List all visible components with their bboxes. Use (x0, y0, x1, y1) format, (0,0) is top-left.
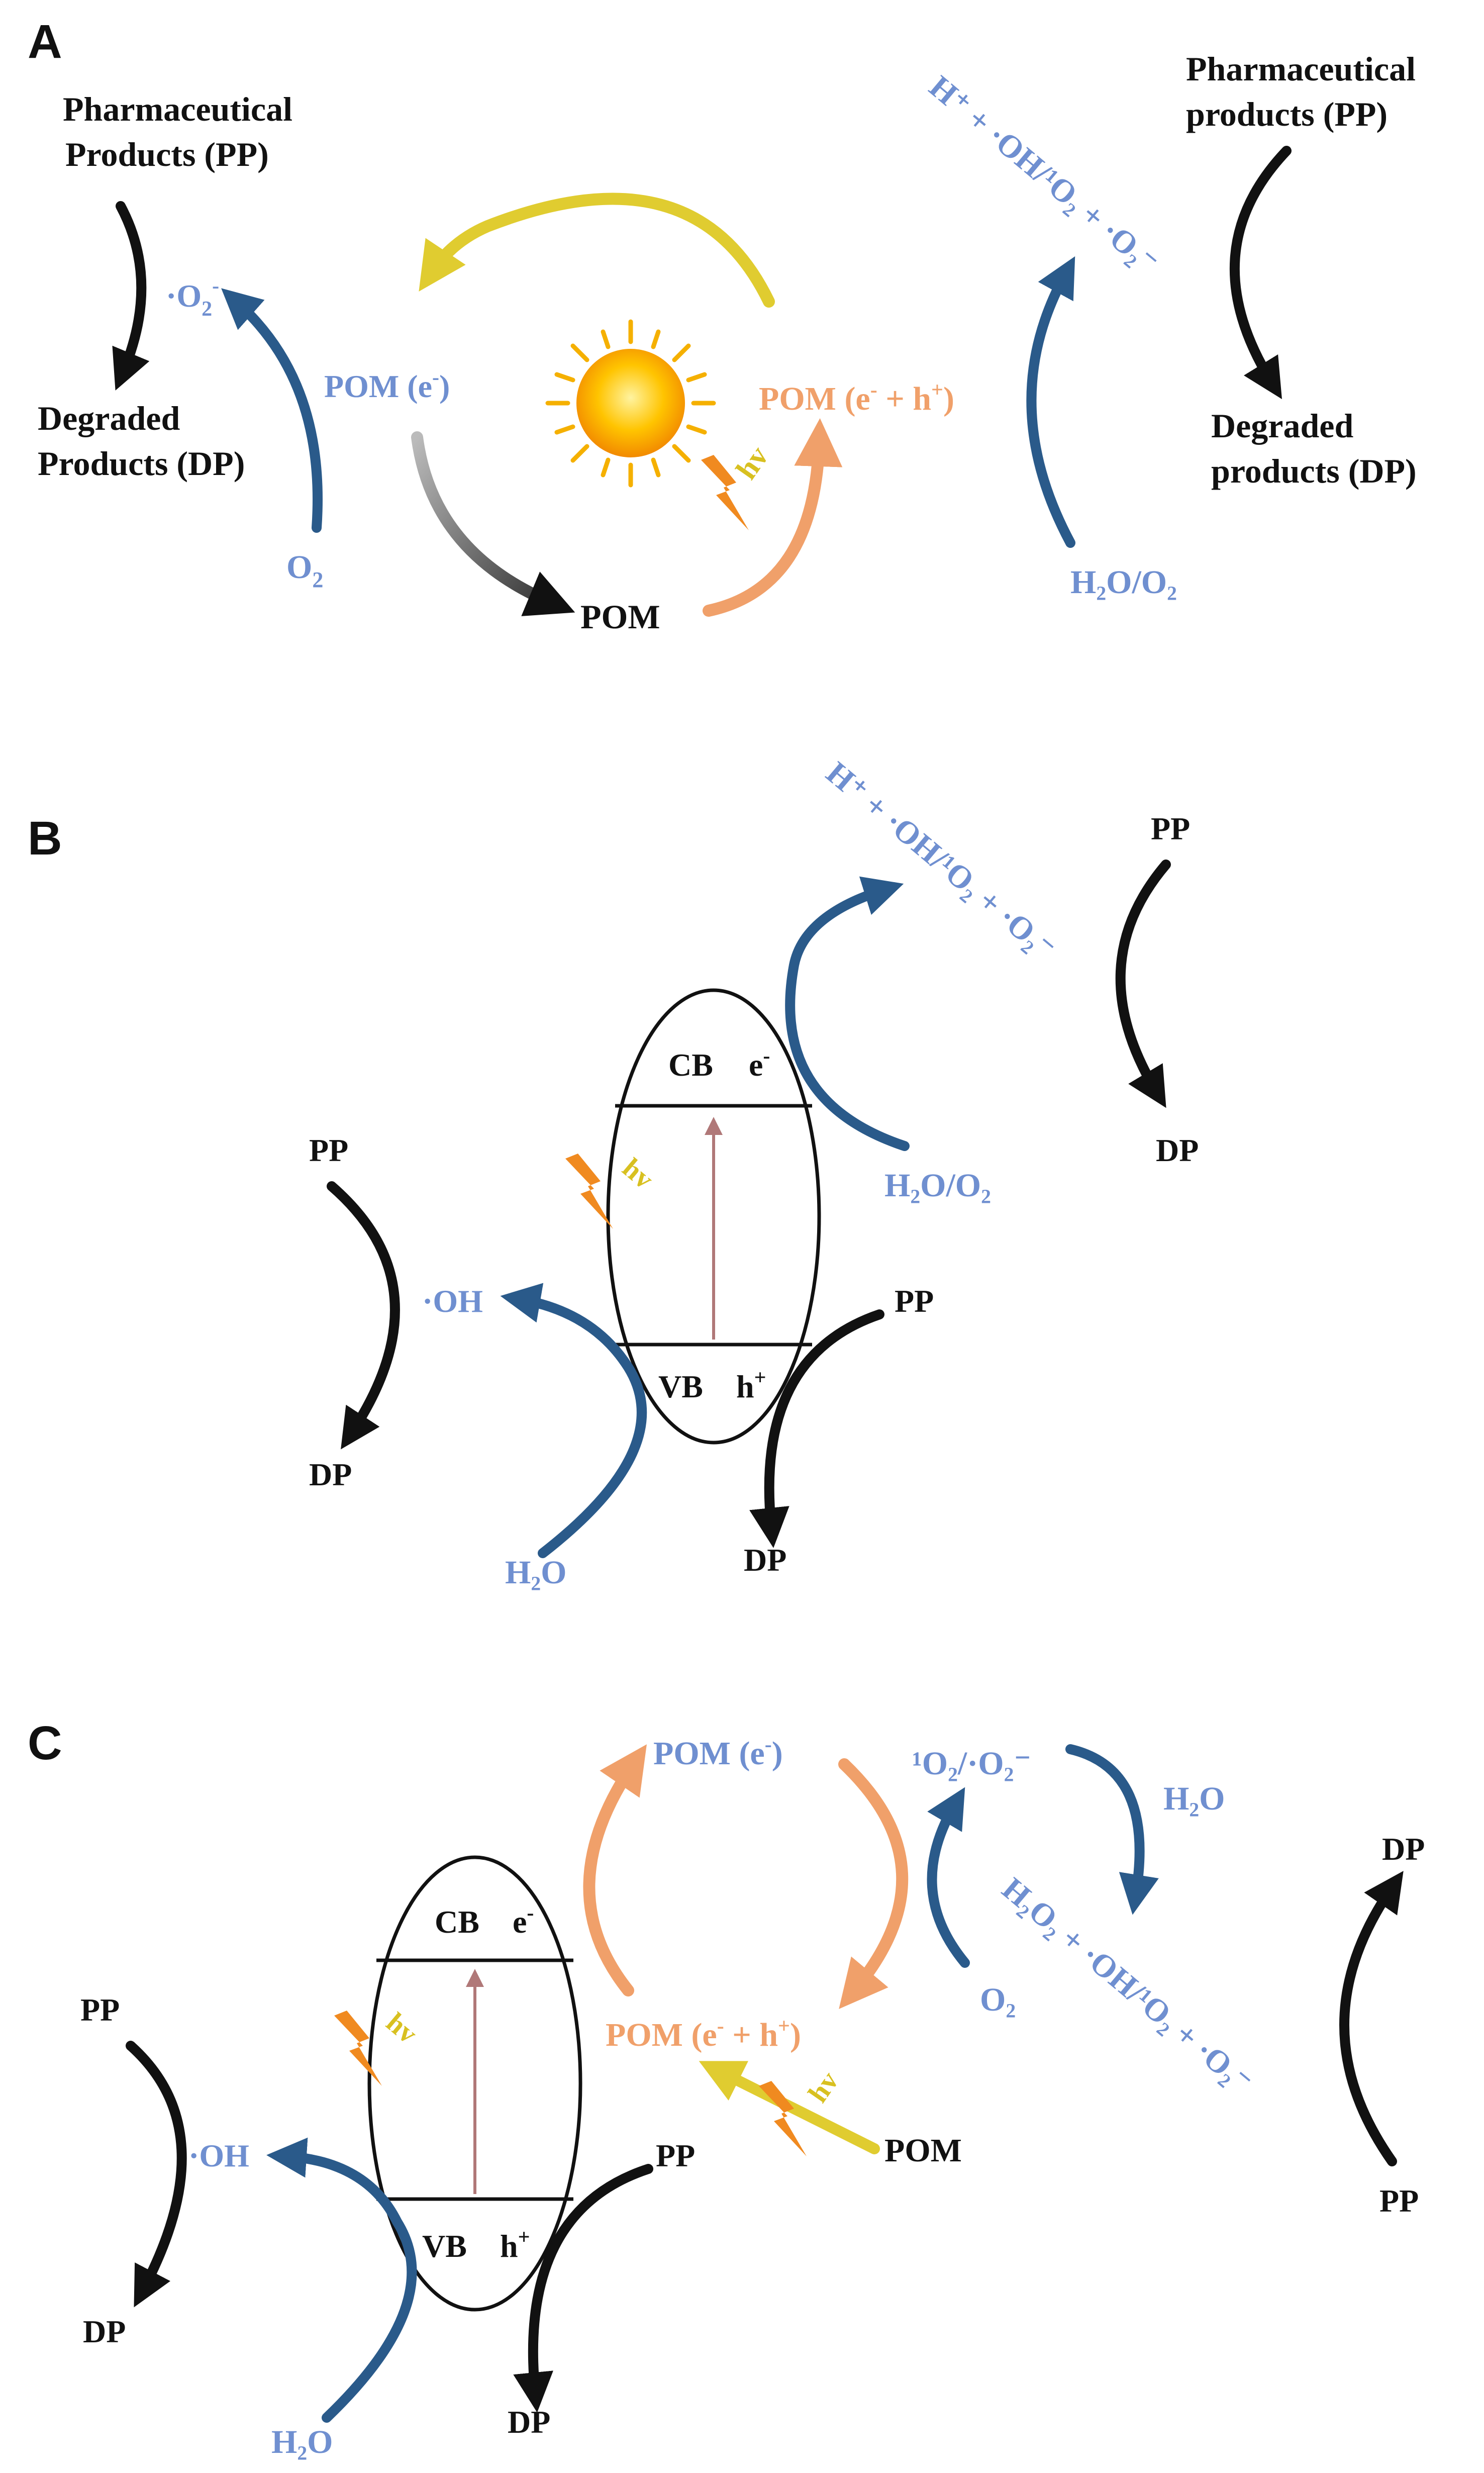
hydroxyl-label-b: ·OH (422, 1283, 483, 1319)
pom-excited-label-a: POM (e- + h+) (759, 378, 954, 417)
pp-label-left-line2: Products (PP) (65, 135, 269, 173)
dp-label-right-line2: products (DP) (1211, 452, 1417, 490)
semiconductor-ellipse-c (367, 1855, 582, 2312)
pom-excited-label-c: POM (e- + h+) (606, 2015, 801, 2053)
o2-to-singlet-arrow (927, 1787, 970, 1968)
pom-reduced-to-excited-arrow (838, 1758, 909, 2009)
dp-label-c-center: DP (508, 2404, 550, 2440)
h2o-to-hydroxyl-arrow-b (500, 1283, 647, 1558)
pp-label-left-line1: Pharmaceutical (63, 90, 292, 128)
o2-label-c: O₂ (980, 1981, 1016, 2018)
vb-label-c: VB (422, 2228, 467, 2264)
hv-label-b: hv (617, 1152, 659, 1195)
pom-excited-to-reduced-arrow (583, 1744, 647, 1996)
h2o-o2-label-b: H₂O/O₂ (884, 1167, 991, 1204)
panel-a: A Pharmaceutical Products (PP) Degraded … (28, 15, 1417, 636)
pp-to-dp-arrow-right (1229, 146, 1292, 400)
o2-label-a: O2 (286, 549, 323, 592)
ros-label-a: H⁺ + ·OH/¹O₂ + ·O₂⁻ (923, 68, 1165, 280)
pp-label-b-right: PP (1151, 811, 1190, 846)
h2o-label-c-top: H₂O (1163, 1780, 1225, 1817)
superoxide-label-a: ·O2- (166, 274, 219, 321)
panel-c: C CB e- VB h+ hv POM (e-) POM (e- + h+) … (28, 1717, 1425, 2460)
singlet-to-ros-arrow (1065, 1744, 1159, 1915)
pp-to-dp-arrow-c-center (513, 2164, 653, 2413)
dp-label-b-right: DP (1156, 1132, 1199, 1168)
pp-label-b-left: PP (309, 1132, 348, 1168)
pom-label-c: POM (884, 2132, 962, 2169)
pom-reduced-label-a: POM (e-) (324, 366, 450, 404)
dp-label-right-line1: Degraded (1211, 407, 1353, 445)
pp-label-right-line2: products (PP) (1186, 95, 1388, 133)
h2o-o2-label-a: H₂O/O₂ (1070, 564, 1177, 601)
pp-label-c-center: PP (656, 2138, 695, 2173)
electron-label-b: e- (749, 1044, 770, 1083)
pp-label-c-left: PP (80, 1992, 120, 2028)
pp-to-dp-arrow-c-right (1339, 1871, 1404, 2166)
dp-label-b-center: DP (744, 1542, 786, 1578)
hole-label-c: h+ (500, 2226, 530, 2264)
pp-label-c-right: PP (1379, 2183, 1419, 2219)
hv-label-c-pom: hv (802, 2066, 845, 2108)
sun-icon (545, 319, 716, 488)
pp-to-dp-arrow-left (112, 201, 150, 391)
h2o-o2-to-ros-arrow-b (785, 876, 910, 1151)
panel-c-letter: C (28, 1717, 62, 1770)
dp-label-left-line2: Products (DP) (38, 444, 245, 483)
yellow-return-arrow (419, 193, 775, 308)
lightning-icon-a (701, 455, 749, 530)
pp-to-dp-arrow-b-center (749, 1309, 884, 1548)
h2o-label-c: H₂O (271, 2424, 333, 2460)
ros-label-b: H⁺ + ·OH/¹O₂ + ·O₂⁻ (820, 754, 1062, 967)
cb-label-b: CB (668, 1047, 713, 1083)
hole-label-b: h+ (736, 1366, 766, 1404)
ros-label-c: H₂O₂ + ·OH/¹O₂ + ·O₂⁻ (996, 1870, 1259, 2100)
pp-label-right-line1: Pharmaceutical (1186, 50, 1416, 88)
singlet-superoxide-label: ¹O₂/·O₂⁻ (912, 1745, 1031, 1782)
semiconductor-ellipse-b (606, 988, 821, 1445)
hydroxyl-label-c: ·OH (188, 2138, 249, 2173)
pp-label-b-center: PP (895, 1283, 934, 1319)
h2o-to-hydroxyl-arrow-c (266, 2137, 417, 2423)
dp-label-c-right: DP (1382, 1831, 1425, 1867)
h2o-label-b: H₂O (505, 1554, 566, 1591)
hv-label-a: hv (729, 440, 774, 486)
panel-b: B CB e- VB h+ hv H₂O/O₂ H⁺ + ·OH/¹O₂ + ·… (28, 754, 1199, 1591)
pom-reduced-to-pom-arrow (411, 431, 575, 616)
pom-label-a: POM (580, 598, 660, 636)
pom-excitation-arrow-c (699, 2061, 880, 2154)
vb-label-b: VB (658, 1369, 703, 1404)
cb-label-c: CB (435, 1904, 479, 1940)
pp-to-dp-arrow-b-left (327, 1181, 400, 1450)
lightning-icon-c-band (334, 2011, 382, 2086)
panel-b-letter: B (28, 812, 62, 865)
panel-a-letter: A (28, 15, 62, 68)
dp-label-c-left: DP (83, 2314, 126, 2349)
lightning-icon-b (565, 1154, 613, 1229)
pom-to-excited-arrow (703, 418, 843, 617)
hv-label-c-band: hv (380, 2007, 423, 2050)
pp-to-dp-arrow-b-right (1115, 860, 1171, 1108)
electron-label-c: e- (513, 1901, 534, 1940)
pp-to-dp-arrow-c-left (126, 2041, 187, 2308)
h2o-o2-to-ros-arrow-a (1026, 256, 1075, 548)
o2-to-superoxide-arrow (221, 288, 323, 533)
pom-reduced-label-c: POM (e-) (653, 1733, 783, 1772)
dp-label-left-line1: Degraded (38, 399, 180, 437)
lightning-icon-c-pom (759, 2081, 807, 2156)
dp-label-b-left: DP (309, 1457, 352, 1492)
